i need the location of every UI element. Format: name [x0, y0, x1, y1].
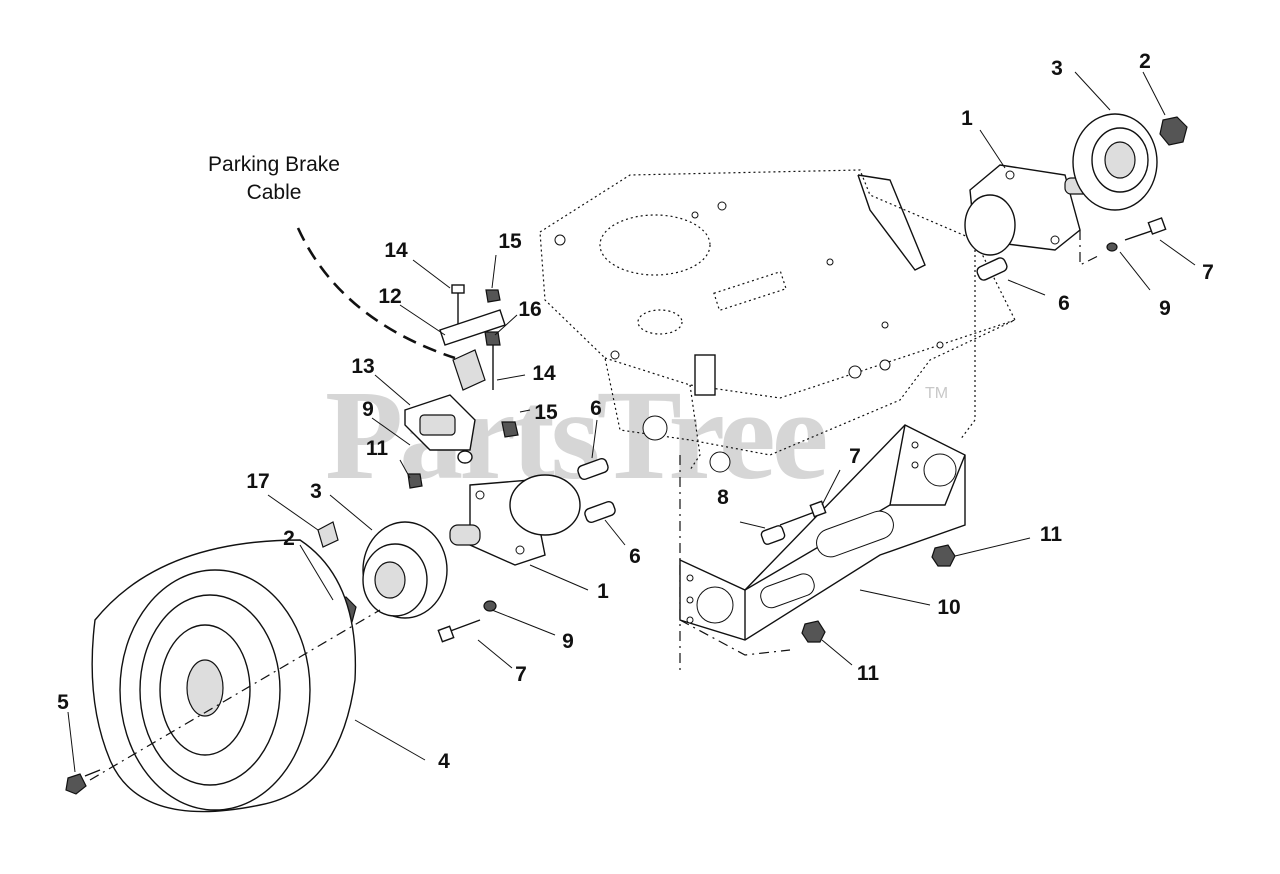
- callout-12: 12: [378, 285, 401, 308]
- callout-11-left: 11: [366, 437, 389, 460]
- callout-3-right: 3: [1051, 57, 1063, 80]
- small-nuts: [801, 544, 956, 643]
- callout-11-right: 11: [1040, 523, 1063, 546]
- callout-7-low: 7: [515, 663, 527, 686]
- callout-6-low: 6: [629, 545, 641, 568]
- wheel: [65, 539, 381, 813]
- callout-1-right: 1: [961, 107, 973, 130]
- left-bolt-washer: [437, 600, 497, 643]
- callout-9-right: 9: [1159, 297, 1171, 320]
- callout-6-mid: 6: [590, 397, 602, 420]
- callout-10: 10: [937, 596, 960, 619]
- leader-lines: [67, 71, 1196, 773]
- parking-brake-label-line1: Parking Brake: [208, 153, 340, 176]
- callout-17: 17: [246, 470, 269, 493]
- left-spacers: [577, 458, 827, 545]
- callout-7-right: 7: [1202, 261, 1214, 284]
- callout-2-right: 2: [1139, 50, 1151, 73]
- callout-14-mid: 14: [532, 362, 556, 385]
- left-motor: [449, 474, 581, 566]
- parking-brake-cable-label: Parking Brake Cable: [208, 153, 340, 204]
- callout-1-left: 1: [597, 580, 609, 603]
- left-hub: [317, 521, 448, 619]
- right-bolt: [1079, 217, 1167, 266]
- callout-2-left: 2: [283, 527, 295, 550]
- axle-bracket: [679, 424, 966, 656]
- callout-4: 4: [438, 750, 450, 773]
- callout-9-low: 9: [562, 630, 574, 653]
- right-hub: [1072, 113, 1158, 211]
- right-nut: [1159, 116, 1188, 146]
- callout-14-top: 14: [384, 239, 408, 262]
- callout-13: 13: [351, 355, 374, 378]
- callout-5: 5: [57, 691, 69, 714]
- callout-15-top: 15: [498, 230, 522, 253]
- watermark-trademark: TM: [925, 385, 948, 402]
- callout-8: 8: [717, 486, 729, 509]
- callout-7-mid: 7: [849, 445, 861, 468]
- parking-brake-label-line2: Cable: [247, 181, 302, 204]
- frame: [539, 169, 1016, 670]
- callout-numbers: 1 2 3 7 6 9 14 15 12 16 13 14 9 15 6 11 …: [57, 50, 1214, 773]
- right-motor: [964, 164, 1091, 256]
- callout-11-low: 11: [857, 662, 880, 685]
- brake-assembly: [296, 227, 519, 489]
- callout-9-left: 9: [362, 398, 374, 421]
- callout-15-mid: 15: [534, 401, 558, 424]
- callout-3-left: 3: [310, 480, 322, 503]
- callout-16: 16: [518, 298, 541, 321]
- callout-6-right: 6: [1058, 292, 1070, 315]
- watermark: PartsTree: [325, 364, 826, 506]
- right-spacer: [976, 257, 1008, 281]
